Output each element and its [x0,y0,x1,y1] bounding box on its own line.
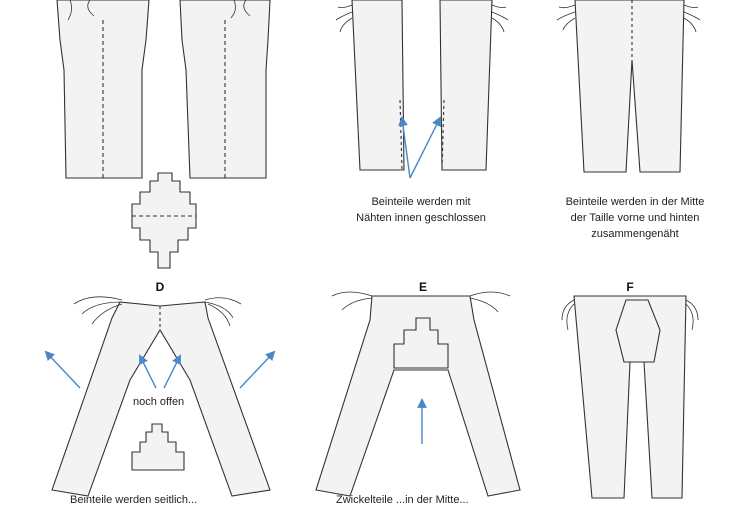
arrow-seam-right [409,116,441,179]
caption-panel-b: Beinteile werden mit Nähten innen geschl… [336,194,506,226]
inserted-gusset [393,317,449,369]
caption-panel-c: Beinteile werden in der Mitte der Taille… [545,194,725,242]
panel-letter-f: F [626,280,634,294]
legs-joined [574,0,685,173]
arrow-seam-left [398,116,411,179]
arrow-crotch-left [139,354,157,389]
caption-line: zusammengenäht [591,228,679,240]
gusset-piece [131,172,197,269]
gusset-piece-small [131,423,185,471]
trousers-with-gusset [315,295,521,497]
caption-line: Beinteile werden mit [371,196,471,208]
leg-piece-right [179,0,271,179]
leg-closed-right [439,0,493,171]
leg-closed-left [351,0,405,171]
panel-letter-e: E [418,280,427,294]
arrow-crotch-right [163,354,181,389]
caption-panel-d-partial: Beinteile werden seitlich... [70,494,198,506]
panel-letter-d: D [155,280,165,294]
leg-piece-left [56,0,150,179]
arrow-open-left [44,350,81,389]
caption-panel-e-partial: Zwickelteile ...in der Mitte... [336,494,469,506]
opening-label: noch offen [133,396,185,408]
gusset-finished [615,299,661,363]
arrow-open-right [239,350,276,389]
caption-line: Beinteile werden in der Mitte [565,196,705,208]
caption-line: Nähten innen geschlossen [356,212,486,224]
caption-line: der Taille vorne und hinten [570,212,700,224]
